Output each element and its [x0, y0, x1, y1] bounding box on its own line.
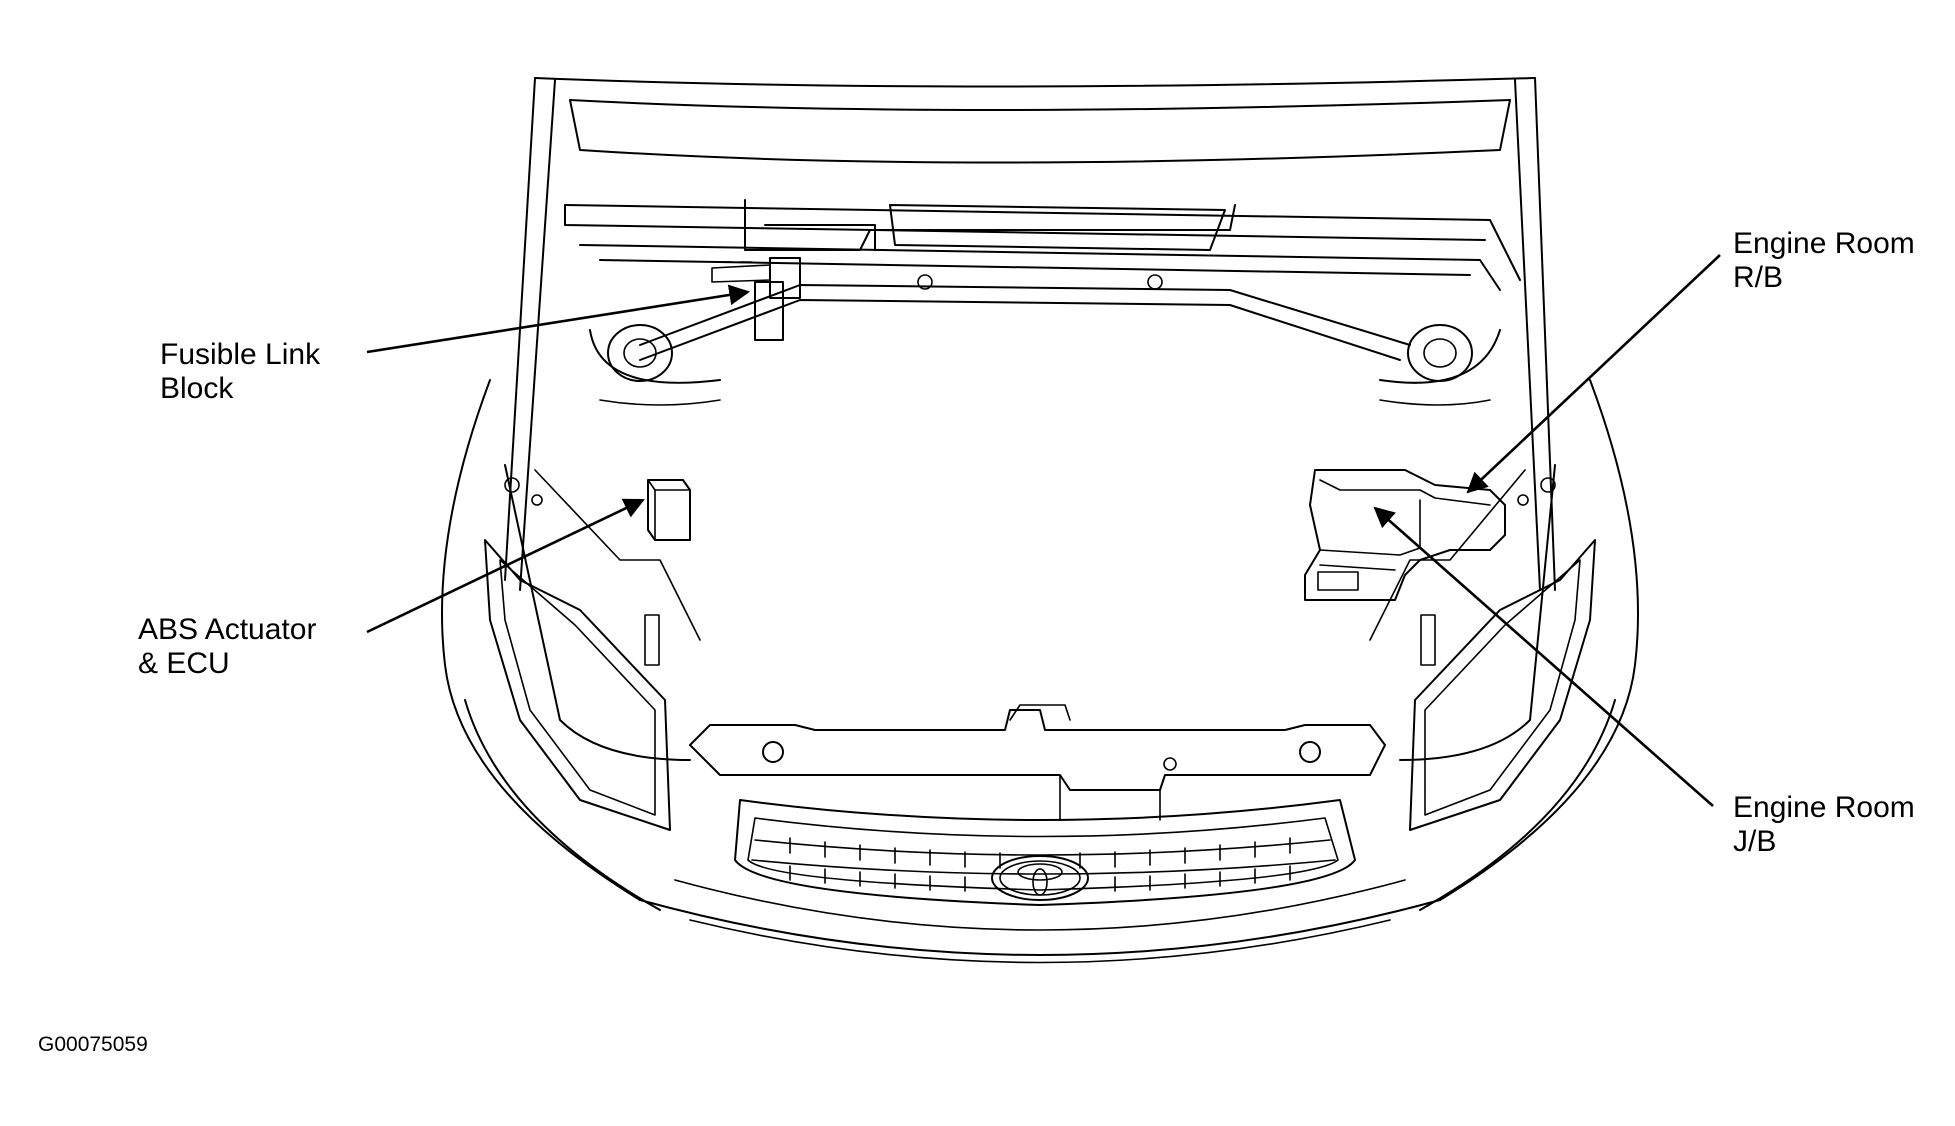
arrow-abs-actuator: [366, 498, 645, 634]
right-headlight: [1409, 539, 1596, 831]
label-engine-room-rb: Engine Room R/B: [1733, 227, 1915, 295]
fusible-link-block: [711, 257, 801, 341]
label-engine-room-jb: Engine Room J/B: [1733, 791, 1915, 859]
label-fusible-link-block: Fusible Link Block: [160, 338, 320, 406]
label-abs-actuator-ecu: ABS Actuator & ECU: [138, 613, 316, 681]
strut-brace: [639, 274, 1411, 361]
label-line: ABS Actuator: [138, 613, 317, 646]
arrow-fusible-link-block: [366, 284, 751, 354]
raised-hood: [504, 77, 1556, 591]
label-line: J/B: [1733, 825, 1777, 858]
label-line: Engine Room: [1733, 791, 1915, 824]
label-line: Block: [160, 372, 234, 405]
engine-room-box: [1304, 469, 1506, 601]
label-line: Engine Room: [1733, 227, 1915, 260]
front-bumper: [441, 379, 1639, 964]
label-line: & ECU: [138, 647, 230, 680]
arrow-engine-room-rb: [1466, 254, 1721, 494]
radiator-support: [689, 704, 1386, 821]
arrow-engine-room-jb: [1373, 506, 1714, 807]
figure-code: G00075059: [38, 1033, 148, 1056]
right-strut-tower: [1379, 324, 1501, 406]
fender-panels: [504, 464, 1556, 761]
grille: [734, 799, 1356, 906]
left-headlight: [484, 539, 671, 831]
left-strut-tower: [589, 324, 721, 406]
callout-arrows: [366, 254, 1721, 807]
abs-actuator: [647, 479, 691, 541]
label-line: R/B: [1733, 261, 1784, 294]
toyota-emblem: [991, 855, 1089, 901]
cowl-panel: [564, 199, 1521, 291]
label-line: Fusible Link: [160, 338, 321, 371]
